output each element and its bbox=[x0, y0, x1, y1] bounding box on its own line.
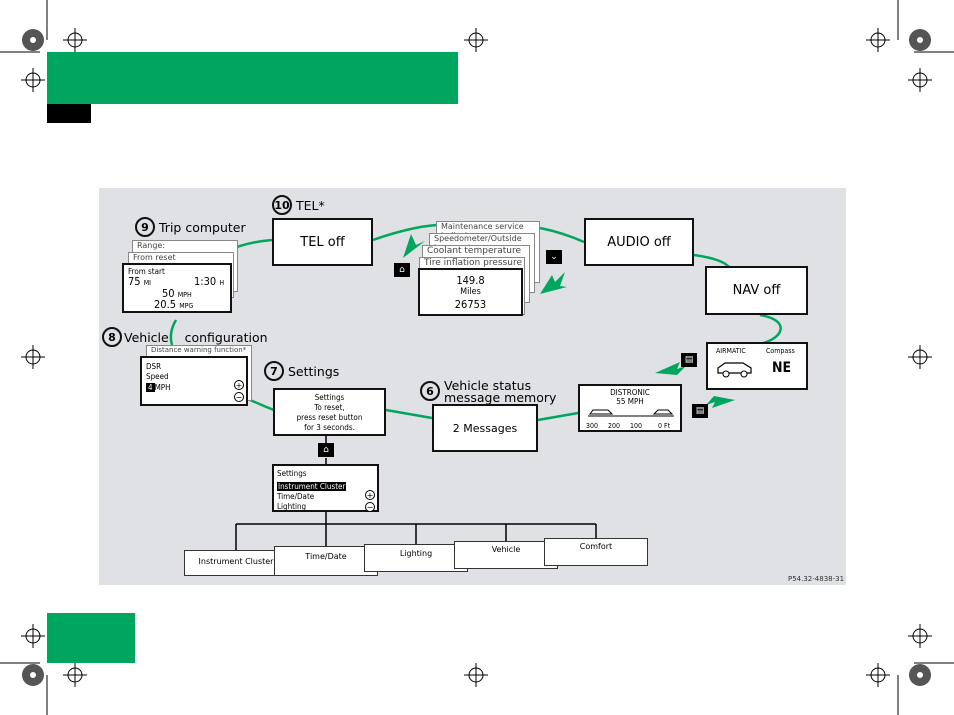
submenu-doc-4: Comfort bbox=[544, 538, 648, 566]
audio-display-text: AUDIO off bbox=[607, 234, 671, 250]
airmatic-label: AIRMATIC bbox=[716, 347, 746, 355]
vehicle-config-value: 4 bbox=[146, 383, 155, 392]
submenu-doc-3: Vehicle bbox=[454, 541, 558, 569]
nav-display: NAV off bbox=[705, 266, 808, 315]
vehicle-config-title: Vehicle configuration bbox=[124, 330, 268, 345]
trip-distance-unit: MI bbox=[143, 279, 152, 287]
forward-key-icon: ▤ bbox=[692, 404, 708, 418]
audio-display: AUDIO off bbox=[584, 218, 694, 266]
header-black-tab bbox=[47, 104, 91, 123]
settings-menu-item-0[interactable]: Instrument Cluster bbox=[277, 482, 347, 491]
distronic-display: DISTRONIC 55 MPH 300 200 100 0 Ft bbox=[578, 384, 682, 432]
vehicle-config-line2: Speed bbox=[146, 372, 169, 381]
tel-title: TEL* bbox=[296, 198, 325, 213]
submenu-doc-0: Instrument Cluster bbox=[184, 550, 288, 576]
plus-icon: + bbox=[365, 490, 375, 500]
settings-title: Settings bbox=[288, 364, 340, 379]
distronic-speed: 55 MPH bbox=[616, 397, 644, 406]
vehicle-config-unit: MPH bbox=[154, 383, 171, 392]
vehicle-config-line1: DSR bbox=[146, 362, 162, 371]
step-number-8: 8 bbox=[102, 327, 122, 347]
compass-label: Compass bbox=[766, 347, 795, 355]
compass-value: NE bbox=[772, 360, 792, 376]
submenu-label-0: Instrument Cluster bbox=[198, 557, 274, 566]
config-minus-icon: − bbox=[234, 392, 244, 402]
step-number-10: 10 bbox=[272, 195, 292, 215]
vehicle-status-title-2: message memory bbox=[444, 390, 557, 405]
nav-display-text: NAV off bbox=[732, 283, 781, 298]
vehicle-status-title-1: Vehicle status bbox=[444, 378, 532, 393]
service-display: 149.8 Miles 26753 bbox=[418, 268, 523, 316]
submenu-label-1: Time/Date bbox=[305, 552, 347, 561]
down-key-icon: ⌄ bbox=[546, 250, 562, 264]
settings-menu: Settings Instrument Cluster Time/Date Li… bbox=[272, 464, 379, 512]
settings-menu-title: Settings bbox=[277, 469, 307, 478]
airmatic-compass-display: AIRMATIC Compass NE bbox=[706, 342, 808, 390]
footer-green-square bbox=[47, 613, 135, 663]
submenu-label-2: Lighting bbox=[399, 549, 433, 558]
distronic-cars-icon bbox=[588, 409, 674, 417]
vehicle-status-display: 2 Messages bbox=[432, 404, 538, 452]
trip-computer-title: Trip computer bbox=[159, 220, 246, 235]
settings-menu-item-1[interactable]: Time/Date bbox=[277, 492, 315, 501]
tel-display: TEL off bbox=[272, 218, 373, 266]
settings-display-line4: for 3 seconds. bbox=[304, 423, 355, 432]
trip-distance: 75 bbox=[128, 275, 141, 288]
submenu-doc-2: Lighting bbox=[364, 544, 468, 572]
back-key-icon: ▤ bbox=[681, 353, 697, 367]
trip-speed: 50 bbox=[162, 287, 175, 300]
service-card-3-label: Tire inflation pressure bbox=[424, 258, 522, 268]
settings-display-line1: Settings bbox=[314, 393, 345, 402]
distronic-scale-2: 100 bbox=[630, 422, 643, 430]
service-unit: Miles bbox=[460, 287, 481, 297]
settings-display: Settings To reset, press reset button fo… bbox=[273, 388, 386, 436]
up-key-icon-settings: ⌂ bbox=[318, 443, 334, 457]
car-icon bbox=[717, 362, 752, 378]
trip-range-label: Range: bbox=[137, 241, 166, 250]
trip-speed-unit: MPH bbox=[177, 291, 192, 299]
service-value: 149.8 bbox=[456, 274, 485, 287]
tel-display-text: TEL off bbox=[300, 234, 345, 250]
step-number-9: 9 bbox=[135, 217, 155, 237]
trip-start-display: From start 75 MI 1:30 H 50 MPH 20.5 MPG bbox=[122, 263, 232, 313]
service-card-2-label: Coolant temperature bbox=[427, 246, 521, 256]
distronic-title: DISTRONIC bbox=[610, 388, 650, 397]
trip-time-unit: H bbox=[219, 279, 225, 287]
step-number-7: 7 bbox=[264, 361, 284, 381]
submenu-doc-1: Time/Date bbox=[274, 546, 378, 576]
vehicle-status-text: 2 Messages bbox=[452, 421, 518, 435]
distronic-scale-0: 300 bbox=[586, 422, 599, 430]
trip-from-start: From start bbox=[128, 267, 165, 276]
service-odometer: 26753 bbox=[454, 298, 487, 311]
trip-time: 1:30 bbox=[194, 275, 217, 288]
submenu-label-3: Vehicle bbox=[491, 545, 521, 554]
figure-code: P54.32-4838-31 bbox=[788, 575, 845, 583]
submenu-label-4: Comfort bbox=[579, 542, 613, 551]
distronic-scale-1: 200 bbox=[608, 422, 621, 430]
trip-mpg: 20.5 bbox=[154, 298, 177, 311]
settings-menu-item-2[interactable]: Lighting bbox=[277, 502, 307, 511]
config-plus-icon: + bbox=[234, 380, 244, 390]
up-key-icon: ⌂ bbox=[394, 263, 410, 277]
header-green-bar bbox=[47, 52, 458, 104]
settings-display-line3: press reset button bbox=[296, 413, 363, 422]
trip-mpg-unit: MPG bbox=[179, 302, 194, 310]
settings-display-line2: To reset, bbox=[314, 403, 345, 412]
distance-warning-label: Distance warning function* bbox=[151, 346, 247, 354]
step-number-6: 6 bbox=[420, 381, 440, 401]
distronic-scale-3: 0 Ft bbox=[658, 422, 671, 430]
trip-reset-label: From reset bbox=[133, 253, 176, 262]
minus-icon: − bbox=[365, 502, 375, 512]
